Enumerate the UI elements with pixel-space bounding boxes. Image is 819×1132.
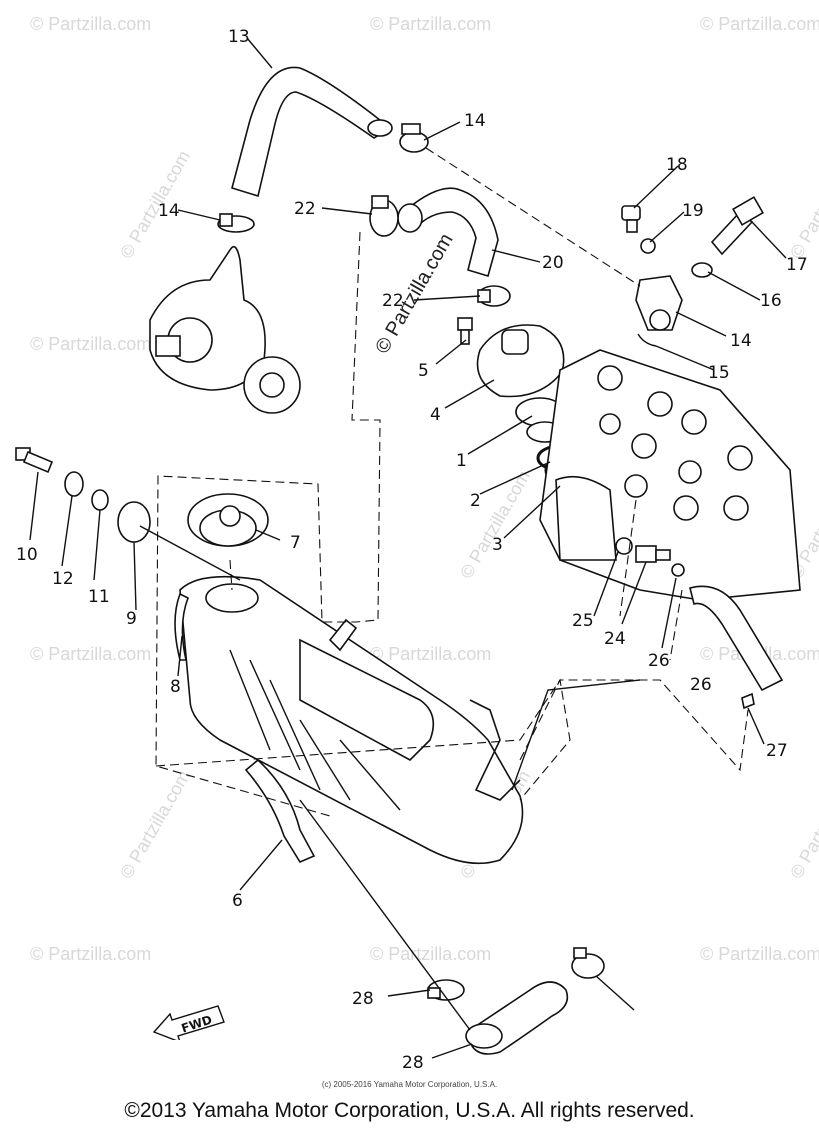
watermark: © Partzilla.com	[30, 334, 151, 354]
watermark: © Partzilla.com	[116, 147, 194, 262]
small-copyright: (c) 2005-2016 Yamaha Motor Corporation, …	[321, 1080, 498, 1089]
washer	[671, 563, 685, 577]
watermark: © Partzilla.com	[700, 14, 819, 34]
assembly-lines	[139, 147, 749, 1031]
callout-2: 2	[470, 491, 481, 511]
callout-6: 6	[232, 891, 243, 911]
callout-22: 22	[294, 199, 316, 219]
callout-24: 25	[572, 611, 594, 631]
callout-16: 15	[708, 363, 730, 383]
hose-clamp	[477, 285, 511, 307]
callout-1: 1	[456, 451, 467, 471]
bolt	[15, 447, 54, 474]
callout-3: 3	[492, 535, 503, 555]
callout-9: 9	[126, 609, 137, 629]
callout-4: 4	[430, 405, 441, 425]
air-bleed-fitting	[635, 275, 683, 347]
callout-7: 7	[290, 533, 301, 553]
radiator	[174, 575, 524, 865]
callout-26: 27	[766, 741, 788, 761]
watermark: © Partzilla.com	[786, 767, 819, 882]
callout-28: 28	[352, 989, 374, 1009]
washer	[691, 262, 713, 278]
callout-13: 13	[228, 27, 250, 47]
collar	[91, 489, 109, 511]
watermark: © Partzilla.com	[370, 14, 491, 34]
watermark: © Partzilla.com	[370, 944, 491, 964]
callout-12: 12	[52, 569, 74, 589]
thermostat-cover	[476, 324, 565, 398]
watermark: © Partzilla.com	[116, 767, 194, 882]
callout-15: 14	[730, 331, 752, 351]
callout-14: 14	[464, 111, 486, 131]
washer	[615, 537, 633, 555]
hose-clamp	[399, 123, 429, 153]
callout-8: 8	[170, 677, 181, 697]
callout-22: 22	[382, 291, 404, 311]
watermark: © Partzilla.com	[786, 147, 819, 262]
callout-labels: 13 14 14 22 20 22 5 4 1 2 3 18 19 17 16 …	[16, 27, 808, 1073]
callout-23: 24	[604, 629, 626, 649]
callout-26: 26	[648, 651, 670, 671]
upper-hose	[231, 66, 393, 198]
callout-10: 10	[16, 545, 38, 565]
callout-25: 26	[690, 675, 712, 695]
callout-18: 17	[786, 255, 808, 275]
radiator-cap	[187, 493, 269, 547]
callout-11: 11	[88, 587, 110, 607]
watermark: © Partzilla.com	[30, 14, 151, 34]
bolt	[621, 205, 641, 233]
breather-hose	[689, 585, 784, 692]
watermark: © Partzilla.com	[30, 644, 151, 664]
hose-clamp	[217, 213, 255, 233]
callout-5: 5	[418, 361, 429, 381]
bolt	[457, 317, 473, 345]
cylinder-head	[539, 349, 801, 601]
water-pump	[149, 245, 301, 414]
hose-clamp	[369, 195, 399, 237]
lower-hose	[465, 981, 569, 1055]
washer	[640, 238, 656, 254]
watermark: © Partzilla.com	[30, 944, 151, 964]
callout-19: 18	[666, 155, 688, 175]
callout-21: 20	[542, 253, 564, 273]
clip	[741, 692, 755, 710]
watermark: © Partzilla.com	[700, 944, 819, 964]
callout-20: 19	[682, 201, 704, 221]
hose-clamp	[571, 947, 605, 979]
watermark: © Partzilla.com	[370, 644, 491, 664]
forward-arrow: FWD	[152, 1005, 225, 1040]
copyright-notice: ©2013 Yamaha Motor Corporation, U.S.A. A…	[124, 1099, 695, 1122]
callout-27: 28	[402, 1053, 424, 1073]
callout-14: 14	[158, 201, 180, 221]
leader-lines	[29, 37, 787, 1059]
damper	[117, 501, 151, 543]
callout-17: 16	[760, 291, 782, 311]
bypass-hose	[397, 187, 499, 278]
washer	[64, 471, 84, 497]
watermark: © Partzilla.com	[456, 467, 534, 582]
